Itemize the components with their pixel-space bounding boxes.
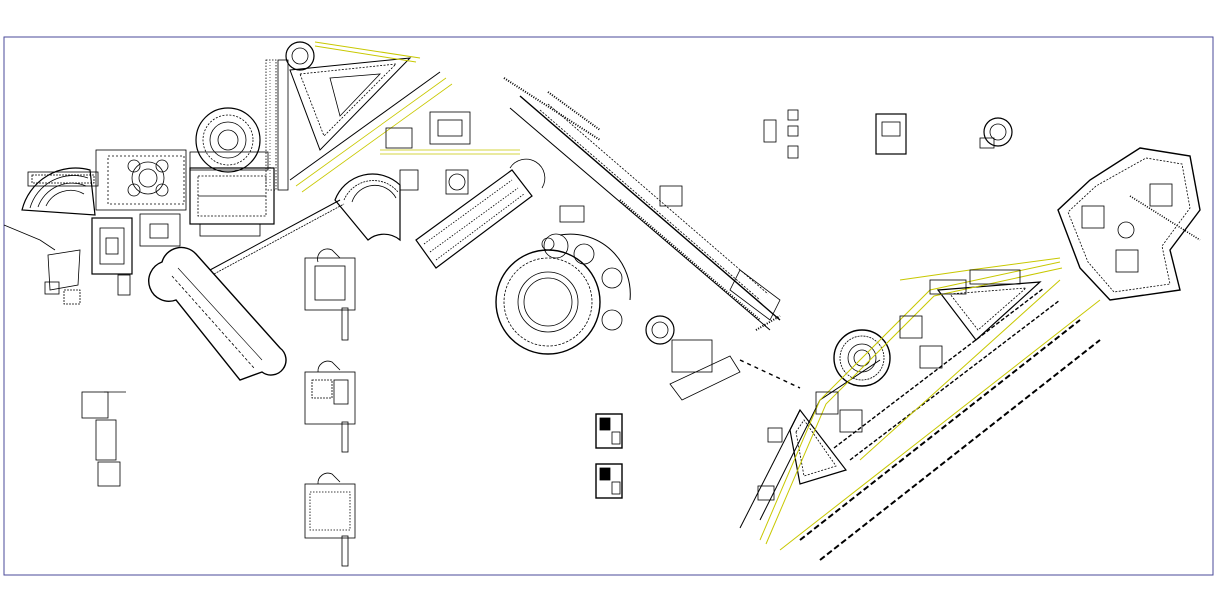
right-circular-temple (833, 329, 891, 387)
long-diagonal-street (503, 77, 781, 331)
top-triangle-plaza (285, 41, 421, 151)
left-avenue (209, 71, 453, 275)
circus-track (148, 246, 287, 381)
sheet-frame (3, 36, 1214, 576)
small-building-mid (659, 185, 683, 207)
right-triangle-plaza (936, 281, 1042, 341)
middle-complex (380, 77, 801, 401)
section-plan-1 (304, 248, 356, 341)
right-yellow-paths (759, 257, 1101, 551)
mini-plans-top (763, 109, 1013, 159)
small-domed-temple (645, 315, 741, 401)
section-plan-2 (304, 360, 356, 453)
right-building-c (815, 391, 839, 415)
right-hexagon-palace (1057, 147, 1201, 301)
right-lower-triangle (757, 408, 848, 501)
left-complex (3, 41, 453, 381)
mini-plan-left (81, 391, 126, 487)
right-building-a (899, 315, 923, 339)
forum-colonnade (415, 158, 546, 269)
left-theatre (3, 167, 99, 305)
left-column-rows (265, 59, 289, 191)
detail-plans (81, 109, 1013, 567)
square-plan-1 (595, 413, 623, 449)
left-rotunda (189, 107, 269, 173)
right-diagonal-rows (739, 287, 1101, 561)
left-courtyard (91, 149, 187, 296)
right-building-f (929, 279, 967, 295)
mid-arena (334, 173, 401, 242)
right-building-b (919, 345, 943, 369)
hatch-strips (269, 62, 1201, 331)
right-building-d (839, 409, 863, 433)
left-basilica (189, 167, 275, 237)
market-rotunda (495, 233, 631, 355)
right-complex (739, 147, 1201, 561)
section-plan-3 (304, 472, 356, 567)
small-building-mid-2 (559, 205, 585, 223)
forum-blocks (380, 111, 520, 195)
right-building-e (969, 269, 1021, 285)
square-plan-2 (595, 463, 623, 499)
connector-dots (739, 359, 801, 389)
